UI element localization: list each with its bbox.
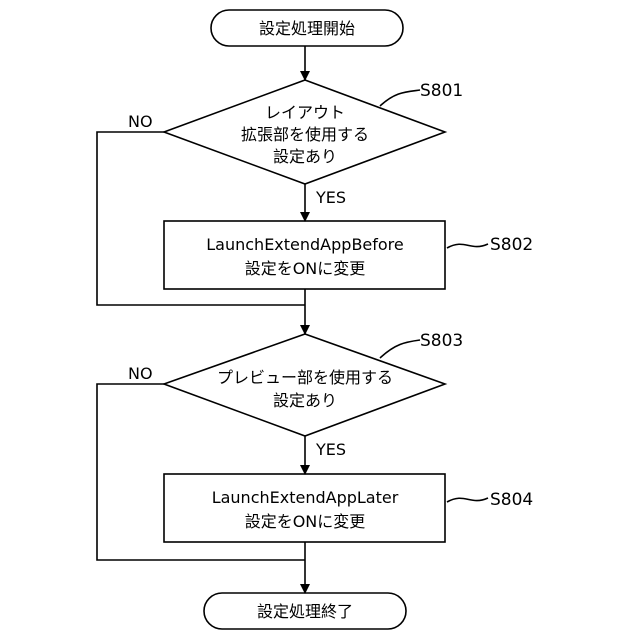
s804-line-1: LaunchExtendAppLater bbox=[212, 488, 399, 507]
s801-no-label: NO bbox=[128, 112, 153, 131]
s804-leader bbox=[447, 498, 488, 502]
start-label: 設定処理開始 bbox=[259, 19, 355, 38]
s803-line-2: 設定あり bbox=[273, 391, 337, 410]
s803-leader bbox=[380, 340, 420, 358]
s801-step-label: S801 bbox=[420, 81, 463, 101]
process-s804 bbox=[164, 474, 445, 542]
connector-s803-no bbox=[97, 384, 305, 560]
s804-step-label: S804 bbox=[490, 490, 533, 510]
s802-line-1: LaunchExtendAppBefore bbox=[206, 235, 404, 254]
s801-line-3: 設定あり bbox=[273, 147, 337, 166]
s803-no-label: NO bbox=[128, 364, 153, 383]
s803-line-1: プレビュー部を使用する bbox=[217, 368, 393, 387]
s801-line-1: レイアウト bbox=[265, 103, 345, 122]
s803-yes-label: YES bbox=[315, 440, 346, 459]
s804-line-2: 設定をONに変更 bbox=[245, 512, 366, 531]
s801-line-2: 拡張部を使用する bbox=[241, 125, 369, 144]
s802-leader bbox=[447, 244, 488, 248]
end-label: 設定処理終了 bbox=[257, 602, 353, 621]
process-s802 bbox=[164, 221, 445, 289]
s801-yes-label: YES bbox=[315, 188, 346, 207]
s803-step-label: S803 bbox=[420, 331, 463, 351]
s801-leader bbox=[380, 90, 420, 106]
s802-line-2: 設定をONに変更 bbox=[245, 259, 366, 278]
s802-step-label: S802 bbox=[490, 235, 533, 255]
